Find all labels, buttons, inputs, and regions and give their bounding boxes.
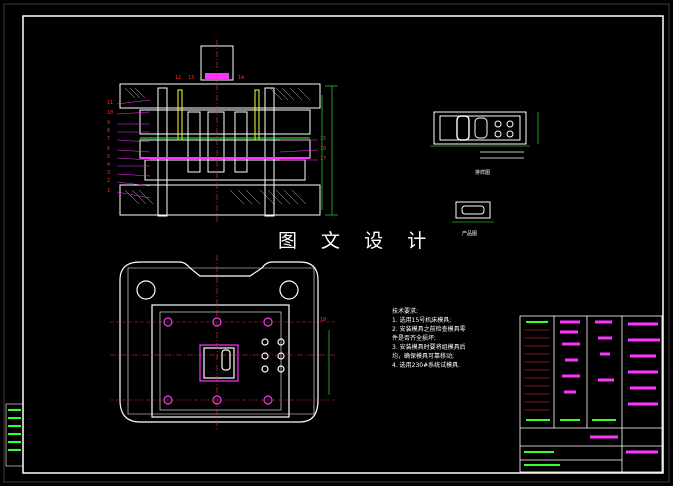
tech-req-title: 技术要求: — [392, 308, 419, 315]
tech-req-line: 1. 选用15号机床模具; — [392, 317, 452, 324]
strip-layout-label: 排样图 — [475, 170, 491, 176]
part-balloon: 6 — [107, 146, 111, 152]
part-balloon: 15 — [320, 136, 327, 142]
part-balloon: 11 — [107, 100, 114, 106]
part-balloon: 8 — [107, 128, 111, 134]
tech-req-line: 2. 安装模具之前检查模具零 — [392, 326, 466, 333]
part-balloon: 9 — [107, 120, 111, 126]
part-balloon: 18 — [320, 317, 327, 323]
part-balloon: 10 — [107, 110, 114, 116]
part-balloon: 1 — [107, 188, 111, 194]
front-section-view — [116, 40, 338, 222]
product-label: 产品图 — [462, 231, 478, 237]
tech-req-line: 均，确保模具可靠移动; — [392, 353, 455, 360]
outer-frame — [22, 15, 664, 474]
title-block — [519, 315, 663, 473]
tech-req-line: 4. 选用230#系统试模具. — [392, 362, 461, 369]
part-balloon: 14 — [238, 75, 245, 81]
inner-border — [3, 3, 670, 483]
plan-view — [110, 255, 335, 430]
watermark-text: 图 文 设 计 — [278, 230, 436, 252]
tech-req-line: 件是否齐全损坏; — [392, 335, 437, 342]
side-legend — [5, 403, 24, 467]
tech-req-line: 3. 安装模具时要将组模具后 — [392, 344, 466, 351]
part-balloon: 12 — [175, 75, 182, 81]
strip-layout-view — [430, 111, 539, 159]
part-balloon: 7 — [107, 136, 111, 142]
product-view — [452, 201, 494, 223]
part-balloon: 17 — [320, 156, 327, 162]
part-balloon: 16 — [320, 146, 327, 152]
part-balloon: 2 — [107, 178, 111, 184]
part-balloon: 3 — [107, 170, 111, 176]
part-balloon: 5 — [107, 154, 111, 160]
part-balloon: 13 — [188, 75, 195, 81]
part-balloon: 4 — [107, 162, 111, 168]
